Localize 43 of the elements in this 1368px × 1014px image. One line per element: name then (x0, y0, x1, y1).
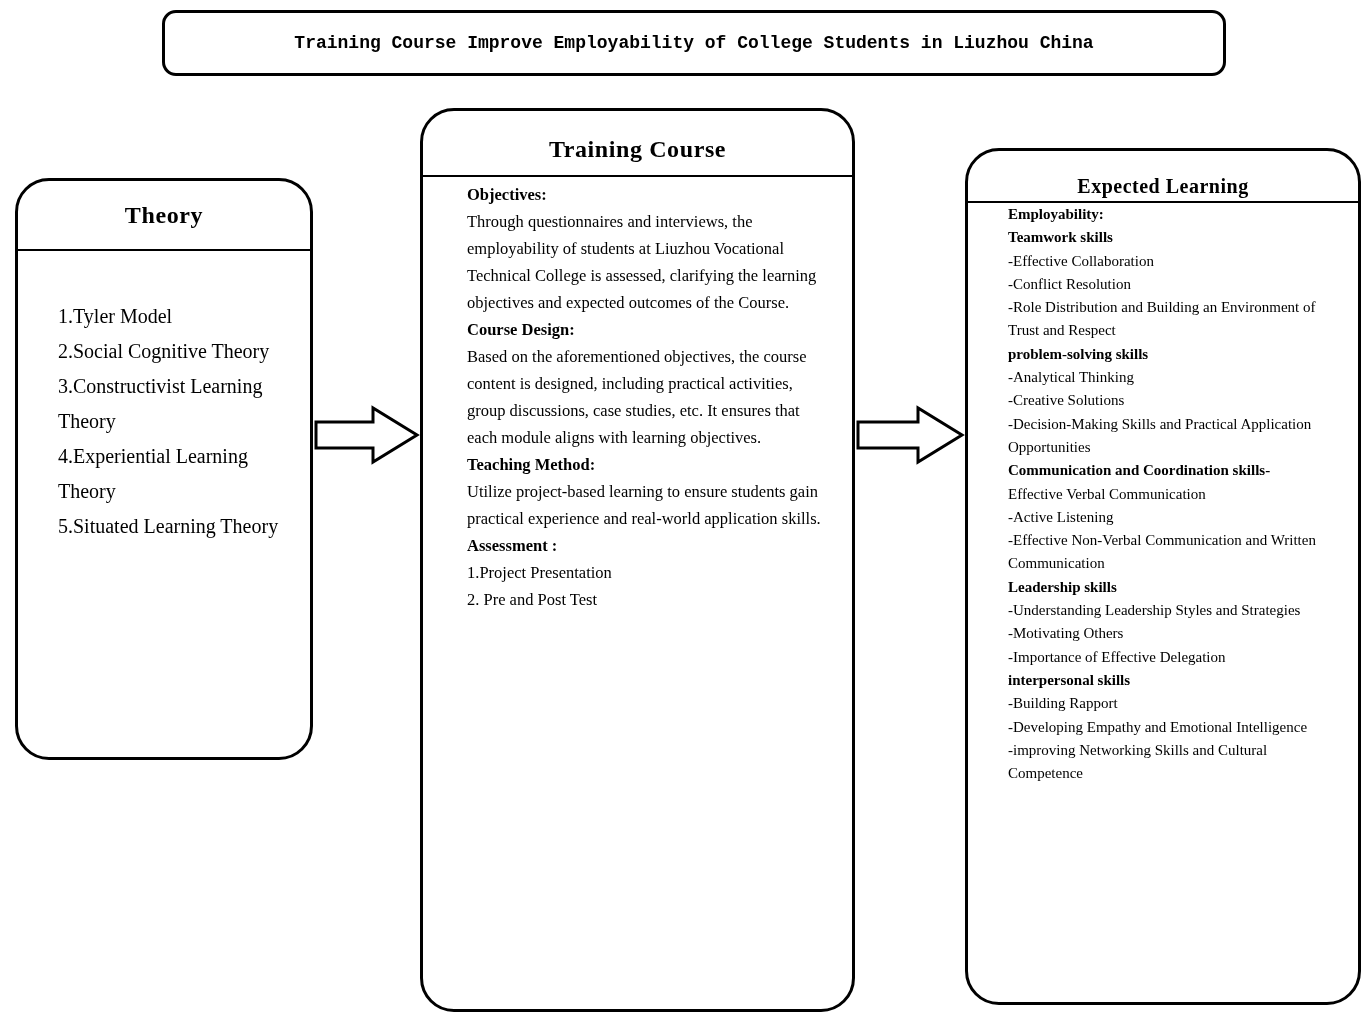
content-panel (15, 178, 313, 760)
body-text: -Importance of Effective Delegation (1008, 647, 1227, 667)
body-text: Utilize project-based learning to ensure students gain practical experience and real-world application skills. (467, 481, 822, 530)
body-text: -Developing Empathy and Emotional Intelligence (1008, 717, 1309, 737)
body-text: 4.Experiential Learning Theory (58, 444, 249, 505)
section-heading: Teaching Method: (467, 454, 597, 476)
body-text: 5.Situated Learning Theory (58, 514, 280, 540)
body-text: 1.Project Presentation (467, 562, 613, 584)
body-text: -Building Rapport (1008, 694, 1119, 714)
section-heading: interpersonal skills (1008, 670, 1132, 690)
body-text: 2. Pre and Post Test (467, 589, 599, 611)
section-heading: Assessment : (467, 535, 559, 557)
body-text: -Motivating Others (1008, 624, 1125, 644)
body-text: -Decision-Making Skills and Practical Application Opportunities (1008, 414, 1313, 457)
block-arrow (314, 405, 420, 465)
section-heading: Communication and Coordination skills- (1008, 461, 1272, 481)
body-text: -Analytical Thinking (1008, 368, 1135, 388)
section-heading: Course Design: (467, 319, 576, 341)
body-text: -improving Networking Skills and Cultural Competence (1008, 740, 1269, 784)
content-panel (965, 148, 1361, 1005)
panel-heading: Expected Learning (968, 151, 1358, 203)
section-heading: problem-solving skills (1008, 344, 1150, 364)
body-text: -Creative Solutions (1008, 391, 1126, 411)
block-arrow (856, 405, 965, 465)
section-heading: Teamwork skills (1008, 228, 1114, 248)
body-text: -Effective Non-Verbal Communication and Written Communication (1008, 531, 1317, 574)
section-heading: Employability: (1008, 205, 1105, 224)
body-text: -Conflict Resolution (1008, 274, 1132, 294)
body-text: Through questionnaires and interviews, the employability of students at Liuzhou Vocational Technical College is assessed, clarifying the learning objectives and expected outcomes of the Course. (467, 211, 818, 314)
section-heading: Leadership skills (1008, 577, 1118, 597)
body-text: 2.Social Cognitive Theory (58, 339, 271, 365)
body-text: 1.Tyler Model (58, 304, 174, 330)
title-banner: Training Course Improve Employability of College Students in Liuzhou China (162, 10, 1226, 76)
panel-heading: Theory (18, 181, 310, 251)
body-text: -Active Listening (1008, 507, 1115, 527)
body-text: -Understanding Leadership Styles and Strategies (1008, 601, 1302, 621)
body-text: Effective Verbal Communication (1008, 484, 1207, 504)
content-panel (420, 108, 855, 1012)
body-text: 3.Constructivist Learning Theory (58, 374, 264, 435)
body-text: -Effective Collaboration (1008, 251, 1155, 271)
body-text: Based on the aforementioned objectives, the course content is designed, including practical activities, group discussions, case studies, etc. It ensures that each module aligns with learning objectives. (467, 346, 808, 449)
section-heading: Objectives: (467, 184, 548, 206)
panel-heading: Training Course (423, 111, 852, 177)
